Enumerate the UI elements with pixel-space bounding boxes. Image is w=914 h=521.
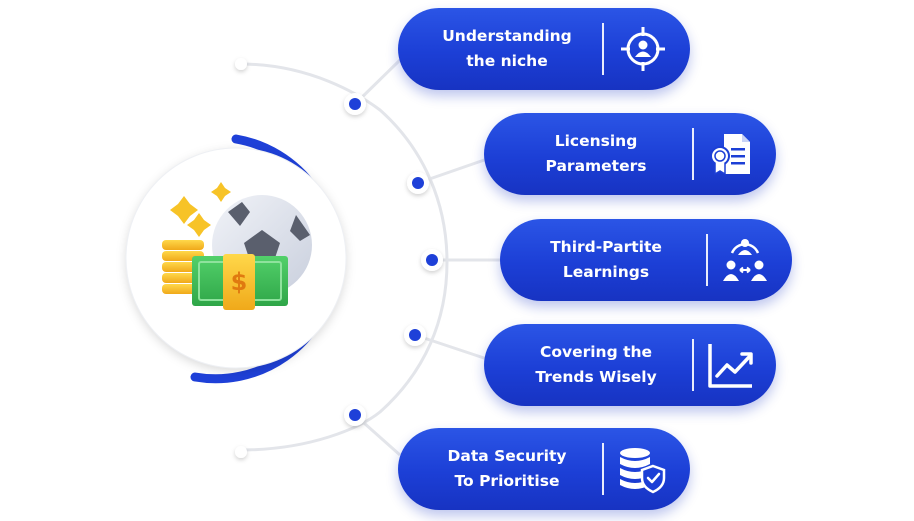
timeline-dot-4	[404, 324, 426, 346]
step-card-understanding-niche: Understanding the niche	[398, 8, 690, 90]
arc-end-node-bottom	[235, 446, 247, 458]
database-shield-icon	[616, 444, 666, 494]
step-label-line-2: Trends Wisely	[535, 368, 657, 386]
team-exchange-icon	[720, 235, 770, 285]
step-divider	[602, 443, 604, 495]
arc-end-node-top	[235, 58, 247, 70]
step-label-line-1: Understanding	[442, 27, 572, 45]
step-label-line-1: Third-Partite	[550, 238, 662, 256]
branch-line-2	[417, 156, 491, 185]
step-divider	[692, 339, 694, 391]
step-label-line-1: Licensing	[554, 132, 638, 150]
step-label-line-2: Learnings	[562, 263, 650, 281]
step-label: Data Security To Prioritise	[418, 428, 596, 510]
timeline-arc	[239, 62, 449, 452]
step-label-line-2: the niche	[466, 52, 548, 70]
target-user-icon	[618, 24, 668, 74]
timeline-dot-1	[344, 93, 366, 115]
timeline-dot-2	[407, 172, 429, 194]
branch-line-4	[414, 333, 491, 362]
step-divider	[706, 234, 708, 286]
step-label-line-1: Data Security	[447, 447, 567, 465]
step-divider	[692, 128, 694, 180]
trend-chart-icon	[706, 340, 756, 390]
step-card-data-security: Data Security To Prioritise	[398, 428, 690, 510]
step-label-line-1: Covering the	[539, 343, 653, 361]
step-label: Understanding the niche	[418, 8, 596, 90]
step-label-line-2: To Prioritise	[454, 472, 560, 490]
certificate-document-icon	[706, 129, 756, 179]
timeline-dot-5	[344, 404, 366, 426]
timeline-dot-3	[421, 249, 443, 271]
step-divider	[602, 23, 604, 75]
step-label-line-2: Parameters	[545, 157, 647, 175]
